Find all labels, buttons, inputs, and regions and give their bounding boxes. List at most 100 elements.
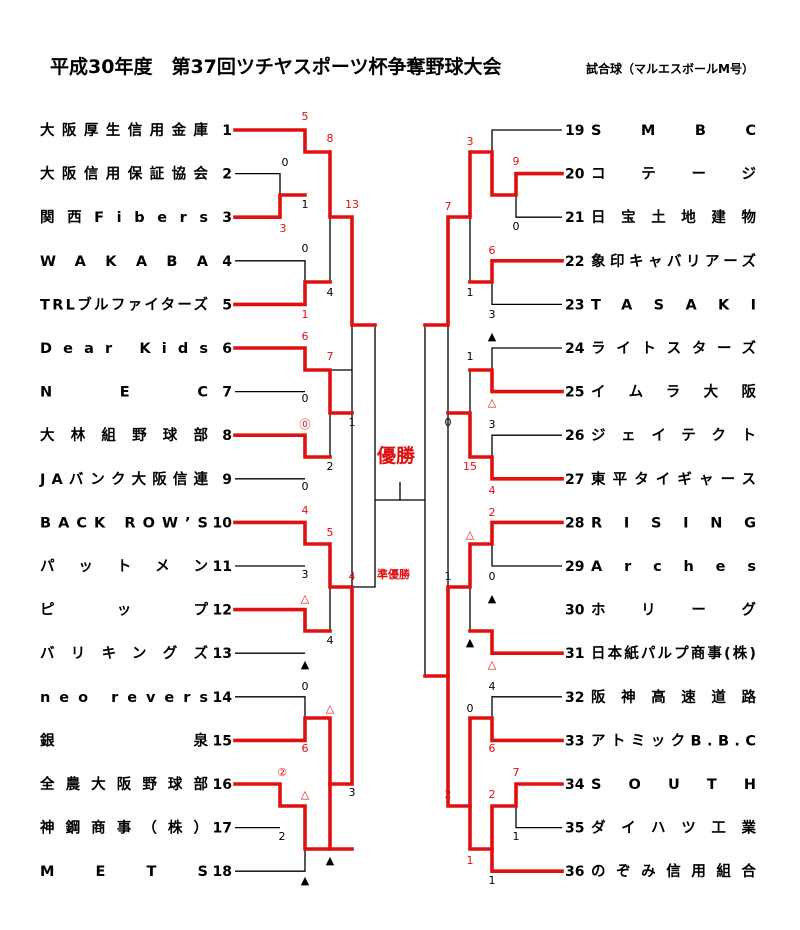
- champion-label: 優勝: [376, 444, 416, 467]
- score-label: 7: [445, 200, 452, 213]
- team-name: RISING: [591, 515, 756, 531]
- team-name: 大林組野球部: [40, 426, 209, 444]
- team-seed: 31: [565, 646, 584, 662]
- score-label: 5: [302, 110, 309, 123]
- score-label: 2: [489, 506, 496, 519]
- score-label: 8: [327, 132, 334, 145]
- bracket-connector: [235, 696, 306, 829]
- team-name: 神鋼商事（株）: [40, 819, 208, 837]
- team-seed: 27: [565, 472, 584, 488]
- team-name: METS: [40, 864, 208, 880]
- score-label: ▲: [326, 854, 335, 867]
- team-seed: 36: [565, 864, 584, 880]
- winner-path: [468, 259, 564, 284]
- score-label: △: [326, 702, 335, 715]
- team-name: 日宝土地建物: [591, 208, 757, 226]
- team-seed: 20: [565, 167, 585, 183]
- team-seed: 13: [213, 646, 232, 662]
- score-label: 1: [302, 198, 309, 211]
- team-name: バリキングズ: [40, 644, 209, 662]
- bracket-connector: [235, 849, 306, 872]
- team-name: アトミックB.B.C: [591, 732, 756, 749]
- team-seed: 23: [565, 297, 584, 313]
- winner-path: [233, 716, 354, 851]
- team-name: TASAKI: [591, 297, 756, 313]
- score-label: △: [488, 658, 497, 671]
- page-title: 平成30年度 第37回ツチヤスポーツ杯争奪野球大会: [50, 55, 502, 78]
- score-label: 4: [302, 504, 309, 517]
- bracket-connector: [491, 347, 562, 567]
- winner-path: [468, 782, 564, 851]
- team-seed: 18: [213, 864, 232, 880]
- winner-path: [233, 280, 332, 307]
- bracket-connector: [491, 849, 562, 872]
- score-label: 3: [349, 786, 356, 799]
- winner-path: [423, 150, 564, 327]
- score-label: △: [488, 396, 497, 409]
- score-label: ▲: [488, 330, 497, 343]
- bracket-connector: [235, 521, 306, 654]
- score-label: △: [301, 592, 310, 605]
- score-label: 3: [302, 568, 309, 581]
- winner-path: [490, 847, 564, 873]
- score-label: ②: [277, 766, 287, 779]
- score-label: 1: [489, 874, 496, 887]
- score-label: △: [301, 788, 310, 801]
- score-label: 6: [302, 742, 309, 755]
- score-label: 6: [302, 330, 309, 343]
- score-label: 4: [349, 570, 356, 583]
- team-seed: 3: [222, 210, 232, 226]
- team-name: ジェイテクト: [591, 427, 756, 444]
- team-seed: 14: [213, 690, 233, 706]
- score-label: 4: [489, 680, 496, 693]
- runner-up-label: 準優勝: [377, 567, 411, 581]
- score-label: 9: [513, 155, 520, 168]
- score-label: 1: [467, 854, 474, 867]
- score-label: 0: [302, 242, 309, 255]
- score-label: 1: [349, 416, 356, 429]
- team-seed: 10: [213, 515, 233, 531]
- score-label: 1: [467, 286, 474, 299]
- score-label: 2: [489, 788, 496, 801]
- winner-path: [446, 674, 564, 808]
- team-name: 象印キャバリアーズ: [591, 252, 757, 270]
- score-label: ▲: [301, 658, 310, 671]
- winner-path: [233, 128, 377, 327]
- team-seed: 6: [222, 341, 232, 357]
- score-label: 1: [467, 350, 474, 363]
- score-label: ▲: [301, 874, 310, 887]
- team-name: TRLブルファイターズ: [40, 295, 209, 313]
- score-label: 3: [467, 135, 474, 148]
- team-seed: 17: [213, 821, 232, 837]
- score-label: 6: [489, 742, 496, 755]
- score-label: 2: [445, 788, 452, 801]
- winner-path: [233, 607, 332, 633]
- score-label: 7: [327, 350, 334, 363]
- score-label: 0: [467, 702, 474, 715]
- team-seed: 35: [565, 821, 584, 837]
- team-name: BACK ROW’S: [40, 515, 208, 531]
- score-label: 2: [327, 460, 334, 473]
- score-label: 2: [279, 830, 286, 843]
- team-seed: 30: [565, 603, 585, 619]
- team-seed: 12: [213, 603, 232, 619]
- team-seed: 8: [222, 428, 232, 444]
- team-name: SMBC: [591, 123, 756, 139]
- score-label: ⓪: [300, 418, 311, 431]
- score-label: 3: [280, 222, 287, 235]
- team-name: NEC: [40, 385, 208, 401]
- team-name: ライトスターズ: [591, 339, 757, 357]
- score-label: 1: [302, 308, 309, 321]
- score-label: 4: [489, 484, 496, 497]
- bracket-connector: [424, 500, 448, 677]
- team-name: neo revers: [40, 690, 208, 706]
- team-name: 全農大阪野球部: [39, 775, 209, 793]
- team-seed: 4: [222, 254, 232, 270]
- team-name: 阪神高速道路: [591, 688, 757, 706]
- team-seed: 28: [565, 515, 584, 531]
- team-name: イムラ大阪: [591, 383, 757, 401]
- team-name: WAKABA: [40, 254, 209, 270]
- team-seed: 33: [565, 733, 584, 749]
- bracket-connector: [491, 129, 562, 306]
